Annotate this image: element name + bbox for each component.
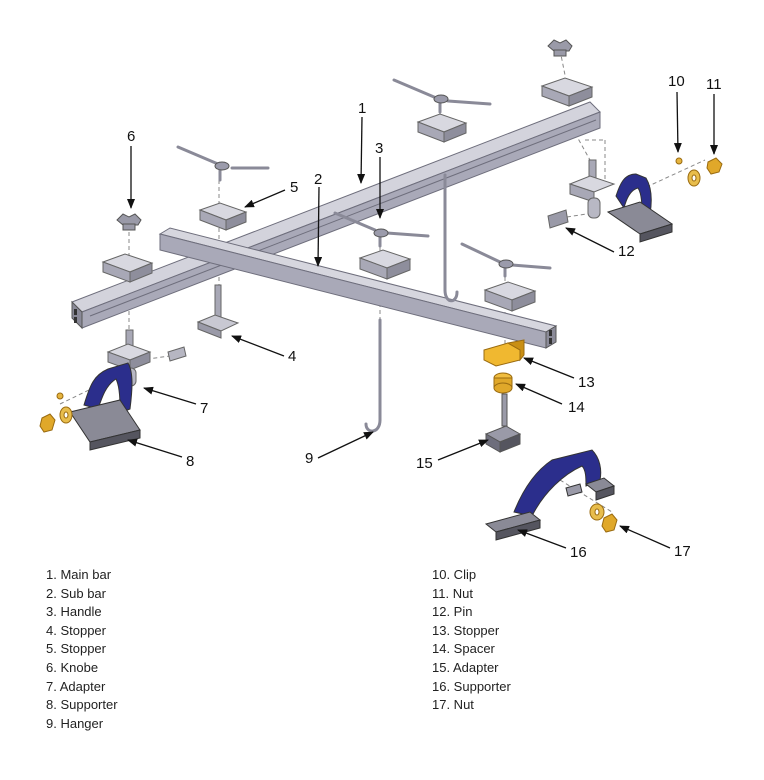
adapter-right-upper xyxy=(547,159,616,229)
sub-bar xyxy=(158,227,558,349)
callout-3: 3 xyxy=(375,140,383,157)
callout-13: 13 xyxy=(578,374,595,391)
exploded-assembly-diagram: 1 2 3 4 5 6 7 8 9 10 11 12 13 14 15 16 1… xyxy=(39,39,723,560)
legend-item: 17. Nut xyxy=(432,697,474,713)
legend-item: 3. Handle xyxy=(46,604,102,620)
legend-item: 9. Hanger xyxy=(46,715,104,731)
legend-item: 15. Adapter xyxy=(432,659,499,675)
callout-4: 4 xyxy=(288,348,296,365)
legend-item: 5. Stopper xyxy=(46,641,106,657)
nut-washer-left xyxy=(39,392,73,433)
callout-6: 6 xyxy=(127,128,135,145)
callout-16: 16 xyxy=(570,544,587,560)
nut-washer-right-upper xyxy=(675,157,723,187)
legend-item: 10. Clip xyxy=(432,567,477,582)
legend-item: 2. Sub bar xyxy=(46,585,106,601)
callout-labels: 1 2 3 4 5 6 7 8 9 10 11 12 13 14 15 16 1… xyxy=(127,73,722,560)
supporter-right-upper xyxy=(606,173,674,243)
supporter-8 xyxy=(69,362,141,451)
knobe-parts xyxy=(116,39,573,231)
nut-17 xyxy=(589,503,618,533)
legend-item: 8. Supporter xyxy=(46,697,118,713)
parts-legend-right: 10. Clip 11. Nut 12. Pin 13. Stopper 14.… xyxy=(432,566,511,715)
legend-item: 16. Supporter xyxy=(432,678,511,694)
legend-item: 1. Main bar xyxy=(46,567,112,582)
leader-arrows xyxy=(127,91,718,549)
spacer-14 xyxy=(493,372,513,394)
callout-7: 7 xyxy=(200,400,208,417)
callout-12: 12 xyxy=(618,243,635,260)
callout-1: 1 xyxy=(358,100,366,117)
handle-hubs xyxy=(214,94,514,269)
callout-14: 14 xyxy=(568,399,585,416)
adapter-15 xyxy=(484,393,522,453)
handle-parts xyxy=(176,78,552,278)
legend-item: 12. Pin xyxy=(432,604,473,620)
callout-2: 2 xyxy=(314,171,322,188)
stopper-4 xyxy=(196,284,240,339)
stopper-13 xyxy=(483,339,525,367)
callout-8: 8 xyxy=(186,453,194,470)
callout-5: 5 xyxy=(290,179,298,196)
callout-15: 15 xyxy=(416,455,433,472)
callout-10: 10 xyxy=(668,73,685,90)
supporter-16 xyxy=(484,449,616,541)
legend-item: 6. Knobe xyxy=(46,659,99,675)
parts-legend-left: 1. Main bar 2. Sub bar 3. Handle 4. Stop… xyxy=(46,566,118,733)
legend-item: 13. Stopper xyxy=(432,622,500,638)
callout-9: 9 xyxy=(305,450,313,467)
callout-11: 11 xyxy=(706,76,722,93)
stopper-clamps xyxy=(101,77,594,312)
legend-item: 14. Spacer xyxy=(432,641,495,657)
hangers xyxy=(364,173,459,433)
legend-item: 4. Stopper xyxy=(46,622,106,638)
legend-item: 11. Nut xyxy=(432,585,473,601)
legend-item: 7. Adapter xyxy=(46,678,106,694)
callout-17: 17 xyxy=(674,543,691,560)
